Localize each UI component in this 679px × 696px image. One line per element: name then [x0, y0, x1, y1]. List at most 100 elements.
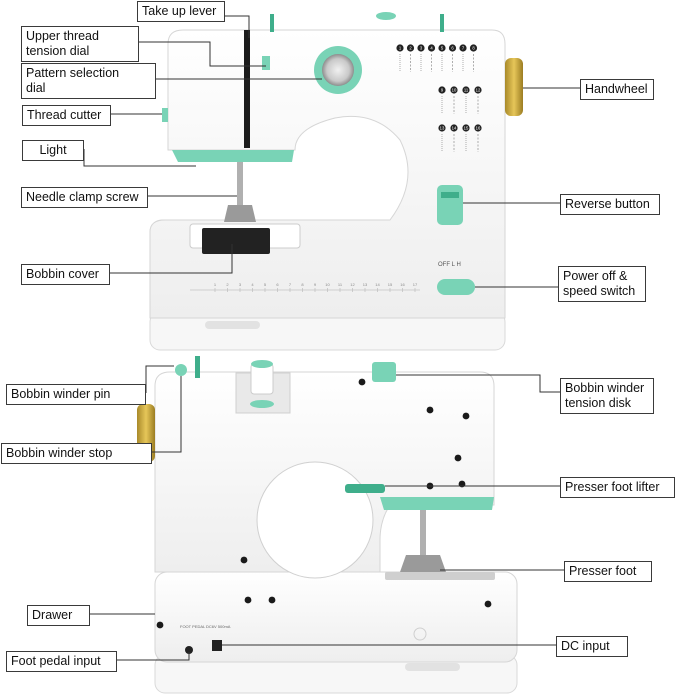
label-upper-thread-tension: Upper thread tension dial: [21, 26, 139, 62]
pattern-number: 15: [464, 126, 469, 131]
back-dc-jack: [212, 640, 222, 651]
ruler-number: 4: [251, 282, 254, 287]
back-presser-foot-lifter: [345, 484, 385, 493]
front-handwheel: [505, 58, 523, 116]
label-bobbin-winder-tension-line1: Bobbin winder: [565, 381, 645, 395]
leader-light: [83, 149, 196, 167]
pattern-number-dot: [438, 124, 446, 132]
pattern-number-dot: [427, 44, 436, 52]
front-reverse-button-slot: [441, 192, 459, 198]
pattern-number: 13: [440, 126, 445, 131]
label-bobbin-cover: Bobbin cover: [21, 264, 110, 285]
pattern-number-dot: [462, 124, 470, 132]
screw: [484, 600, 492, 608]
pattern-number-dot: [459, 44, 467, 52]
label-bobbin-winder-pin: Bobbin winder pin: [6, 384, 146, 405]
front-spool-pin: [270, 14, 274, 32]
front-take-up-lever: [262, 56, 270, 70]
leader-bobbin-cover: [110, 244, 233, 274]
screw: [358, 378, 366, 386]
screw: [156, 621, 164, 629]
label-dc-input: DC input: [556, 636, 628, 657]
leader-bobbin-winder-stop: [152, 376, 182, 453]
label-presser-foot: Presser foot: [564, 561, 652, 582]
pattern-number-dot: [474, 86, 482, 94]
front-head-trim: [172, 150, 294, 162]
leader-take-up-lever: [225, 15, 250, 38]
ruler-number: 16: [400, 282, 405, 287]
pattern-number-dot: [450, 86, 458, 94]
label-foot-pedal-input: Foot pedal input: [6, 651, 117, 672]
back-foot-pedal-jack: [185, 646, 193, 654]
back-foot-pedal-text: FOOT PEDAL: [180, 624, 206, 629]
label-power-speed-line1: Power off &: [563, 269, 628, 283]
ruler-number: 15: [388, 282, 393, 287]
ruler-number: 17: [413, 282, 418, 287]
back-tension-disk: [372, 362, 396, 382]
label-thread-cutter: Thread cutter: [22, 105, 111, 126]
back-round-port: [413, 627, 427, 641]
ruler-number: 12: [350, 282, 355, 287]
front-pattern-dial-face: [322, 54, 354, 86]
front-thread-cutter: [162, 108, 168, 122]
pattern-number: 9: [441, 88, 444, 93]
ruler-number: 7: [289, 282, 292, 287]
label-bobbin-winder-tension-line2: tension disk: [565, 396, 632, 410]
pattern-number: 5: [441, 46, 444, 51]
front-power-switch: [437, 279, 475, 295]
label-handwheel: Handwheel: [580, 79, 654, 100]
ruler-number: 8: [301, 282, 304, 287]
back-presser-foot: [400, 555, 446, 572]
back-base-slot: [405, 663, 460, 671]
label-bobbin-winder-tension: Bobbin winder tension disk: [560, 378, 654, 414]
label-pattern-selection-line2: dial: [26, 81, 46, 95]
pattern-number: 8: [472, 46, 475, 51]
front-spool-right-pin: [440, 14, 444, 32]
back-spool-thread: [250, 363, 274, 395]
label-bobbin-winder-stop: Bobbin winder stop: [1, 443, 152, 464]
pattern-number: 2: [409, 46, 412, 51]
front-switch-text: OFF L H: [438, 262, 461, 268]
pattern-number-dot: [450, 124, 458, 132]
front-presser-foot: [224, 205, 256, 222]
ruler-number: 6: [276, 282, 279, 287]
leader-foot-pedal: [117, 652, 190, 661]
pattern-number-dot: [438, 44, 446, 52]
label-power-speed-line2: speed switch: [563, 284, 636, 298]
back-lower-bed: [154, 571, 518, 663]
screw: [244, 596, 252, 604]
pattern-number: 1: [399, 46, 402, 51]
pattern-number-dot: [462, 86, 470, 94]
ruler-number: 10: [325, 282, 330, 287]
leader-bobbin-winder-pin: [145, 365, 174, 393]
label-drawer: Drawer: [27, 605, 90, 626]
back-winder-pin: [195, 356, 200, 378]
pattern-number-dot: [396, 44, 404, 52]
label-power-speed-switch: Power off & speed switch: [558, 266, 646, 302]
pattern-number: 11: [464, 88, 469, 93]
ruler-number: 13: [363, 282, 368, 287]
ruler-number: 5: [264, 282, 267, 287]
leader-upper-thread-tension: [139, 41, 266, 67]
pattern-number: 12: [476, 88, 481, 93]
back-view: FOOT PEDAL DC6V 500mA: [137, 356, 518, 694]
pattern-number: 4: [430, 46, 433, 51]
pattern-number-dot: [406, 44, 415, 52]
front-base-slot: [205, 321, 260, 329]
label-upper-thread-tension-line1: Upper thread: [26, 29, 99, 43]
pattern-number: 6: [451, 46, 454, 51]
ruler-number: 11: [338, 282, 343, 287]
pattern-number-dot: [469, 44, 478, 52]
pattern-number: 16: [476, 126, 481, 131]
screw: [454, 454, 462, 462]
leader-bobbin-winder-tension: [396, 374, 560, 393]
pattern-number-dot: [474, 124, 482, 132]
label-light: Light: [22, 140, 84, 161]
pattern-number-dot: [417, 44, 425, 52]
label-reverse-button: Reverse button: [560, 194, 660, 215]
front-take-up-slot: [244, 30, 250, 148]
